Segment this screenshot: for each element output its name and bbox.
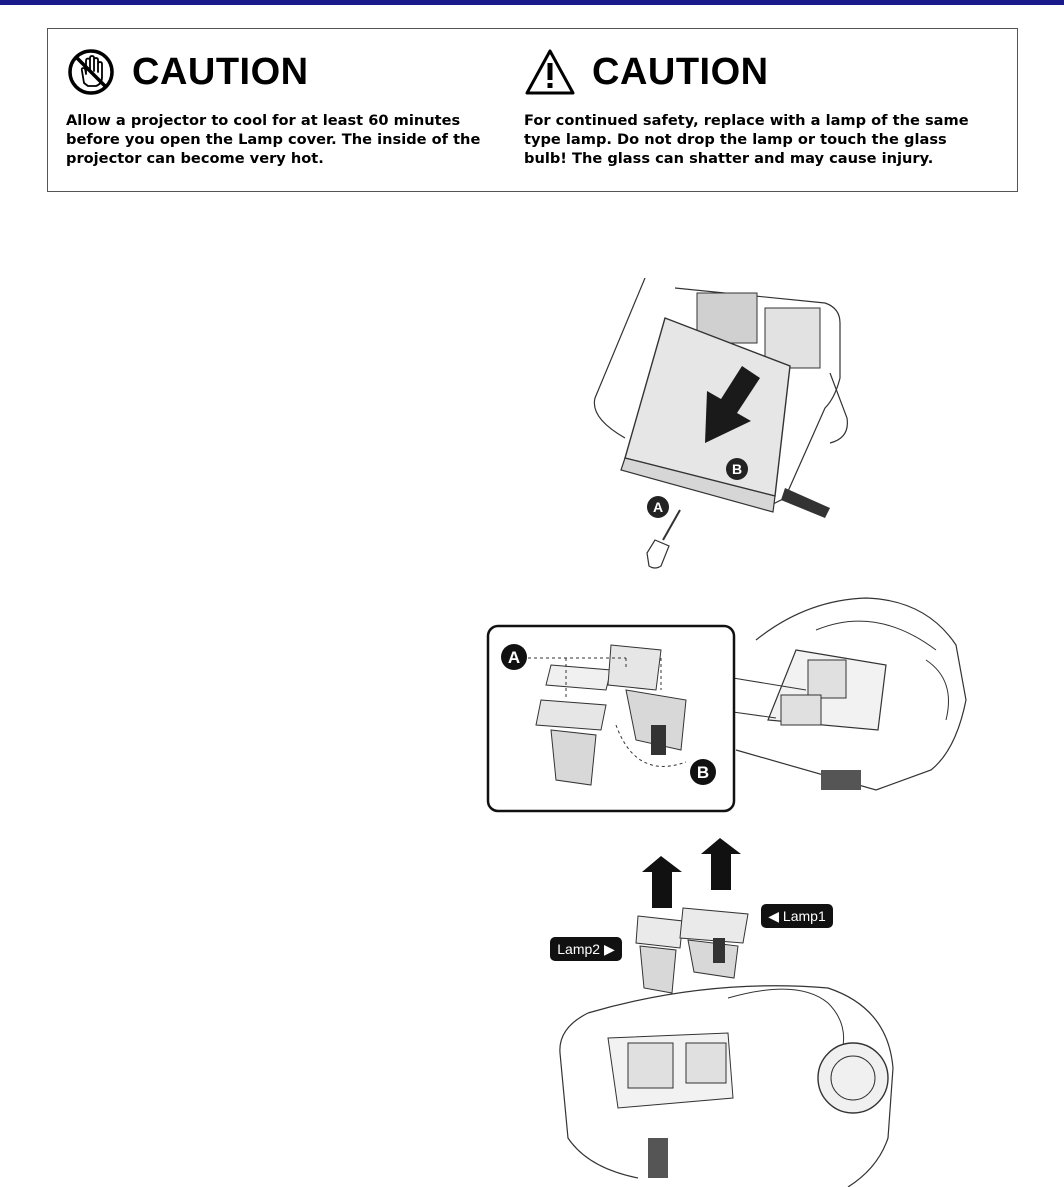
svg-text:B: B	[732, 461, 742, 477]
caution-text: For continued safety, replace with a lam…	[524, 112, 969, 167]
svg-text:B: B	[697, 763, 709, 782]
caution-box: CAUTION Allow a projector to cool for at…	[47, 28, 1018, 192]
svg-text:◀ Lamp1: ◀ Lamp1	[768, 908, 826, 924]
figure-lamp-screws-detail: A B	[486, 590, 976, 815]
figure-lamp-cover-removal: B A	[585, 278, 850, 573]
do-not-touch-icon	[68, 49, 114, 95]
caution-title: CAUTION	[132, 50, 309, 93]
lamp2-label: Lamp2 ▶	[550, 937, 622, 961]
warning-triangle-icon	[525, 49, 575, 95]
svg-text:A: A	[653, 499, 663, 515]
caution-lamp-safety: CAUTION For continued safety, replace wi…	[524, 47, 994, 168]
svg-text:Lamp2 ▶: Lamp2 ▶	[557, 941, 615, 957]
marker-b: B	[726, 458, 748, 480]
caution-cool-down: CAUTION Allow a projector to cool for at…	[66, 47, 511, 168]
marker-a: A	[647, 496, 669, 518]
figure-lamp-removal: ◀ Lamp1 Lamp2 ▶	[548, 838, 908, 1187]
svg-text:A: A	[508, 648, 520, 667]
lamp1-label: ◀ Lamp1	[761, 904, 833, 928]
caution-text: Allow a projector to cool for at least 6…	[66, 112, 481, 167]
marker-b: B	[690, 759, 716, 785]
top-rule	[0, 0, 1064, 5]
marker-a: A	[501, 644, 527, 670]
caution-title: CAUTION	[592, 50, 769, 93]
